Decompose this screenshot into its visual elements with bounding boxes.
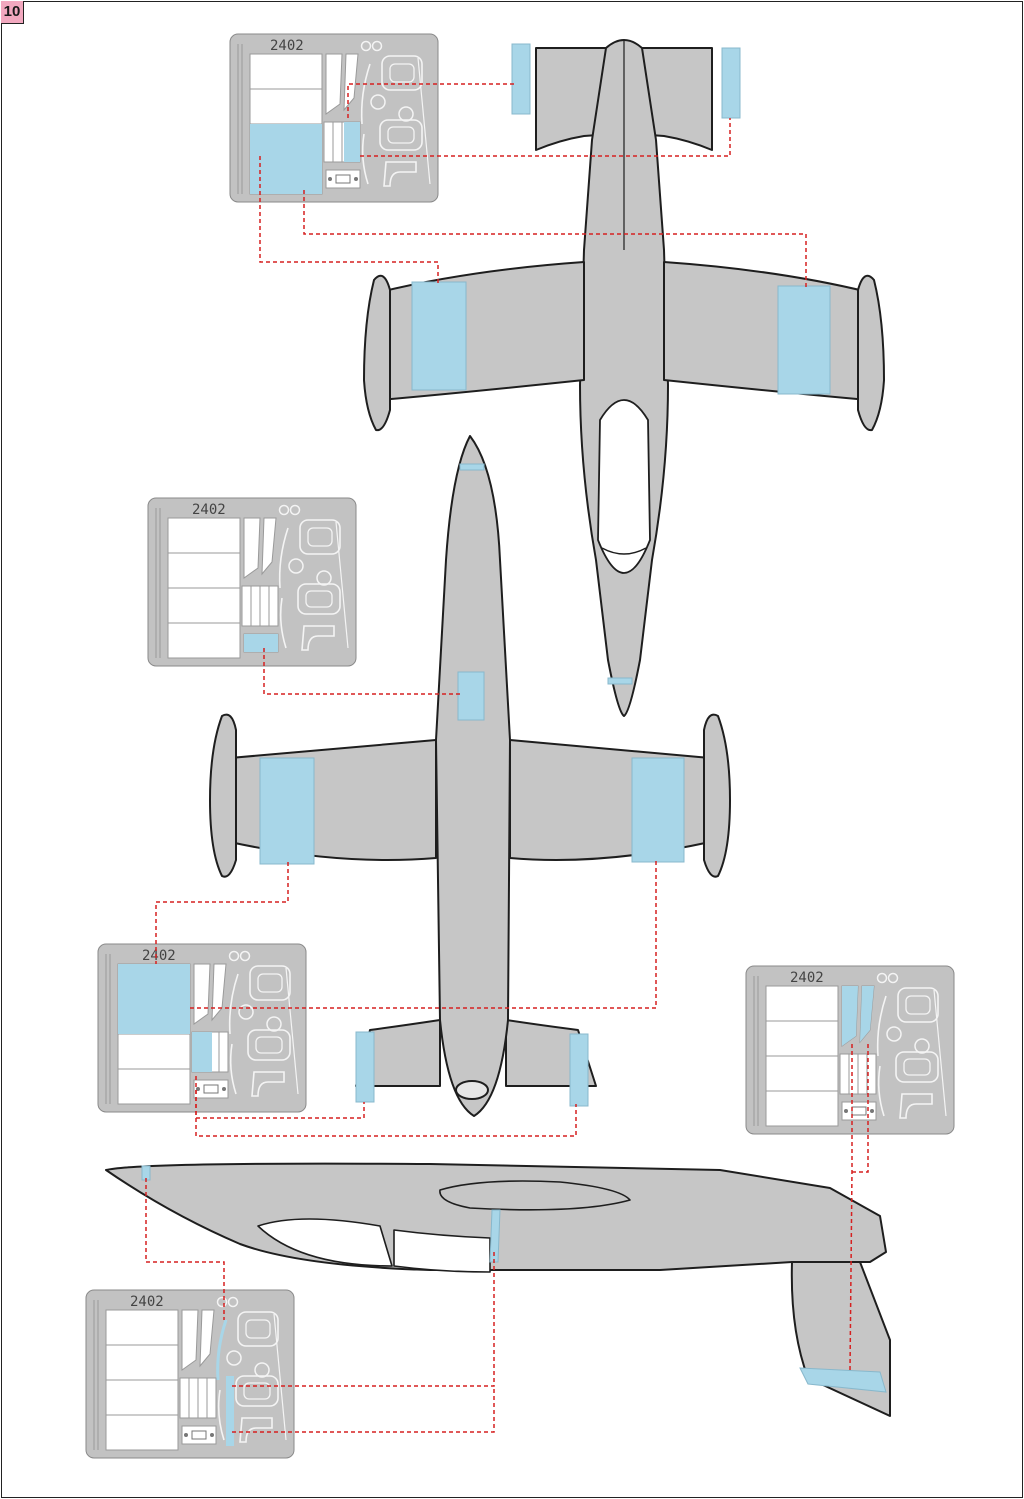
fret-code: 2402 [142, 948, 176, 964]
fret-4: 2402 [745, 965, 955, 1135]
step-number-badge: 10 [1, 1, 24, 24]
fret-5: 2402 [85, 1289, 295, 1459]
fret-3: 2402 [97, 943, 307, 1113]
fret-2: 2402 [147, 497, 357, 667]
fret-code: 2402 [130, 1294, 164, 1310]
fret-code: 2402 [192, 502, 226, 518]
mask-areas-side-view [141, 1165, 887, 1393]
fret-1: 2402 [229, 33, 439, 203]
fret-code: 2402 [270, 38, 304, 54]
leader-lines [145, 83, 869, 1433]
mask-areas-bottom-view [259, 463, 685, 1107]
mask-areas-top-view [411, 43, 831, 685]
fret-code: 2402 [790, 970, 824, 986]
